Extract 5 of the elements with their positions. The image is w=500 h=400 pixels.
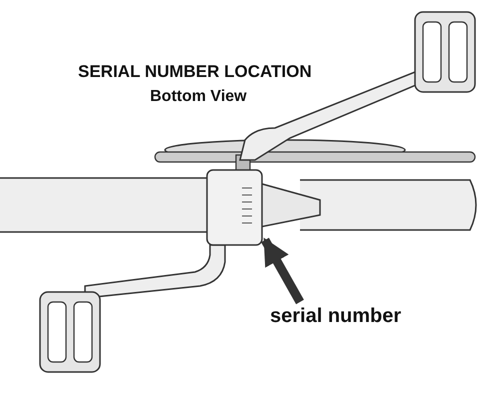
serial-number-label: serial number [270,305,402,328]
leader-arrow [261,238,304,304]
bottom-bracket-shell [206,169,263,246]
subtitle: Bottom View [150,88,247,106]
title: SERIAL NUMBER LOCATION [78,62,312,82]
